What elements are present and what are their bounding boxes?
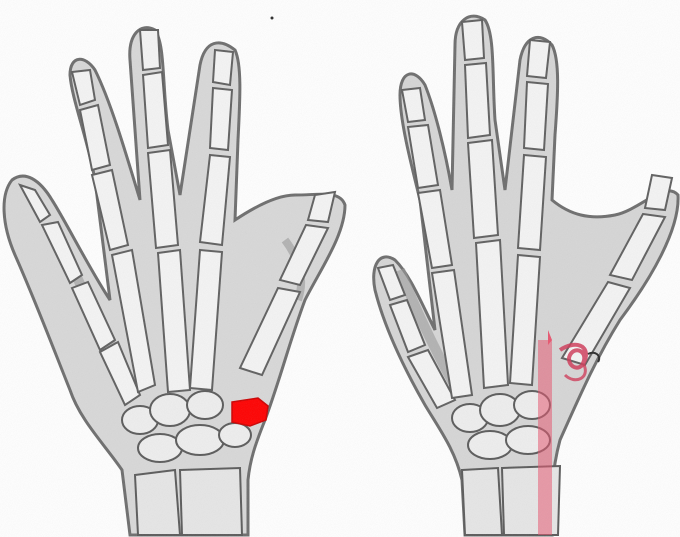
speck xyxy=(271,17,274,20)
